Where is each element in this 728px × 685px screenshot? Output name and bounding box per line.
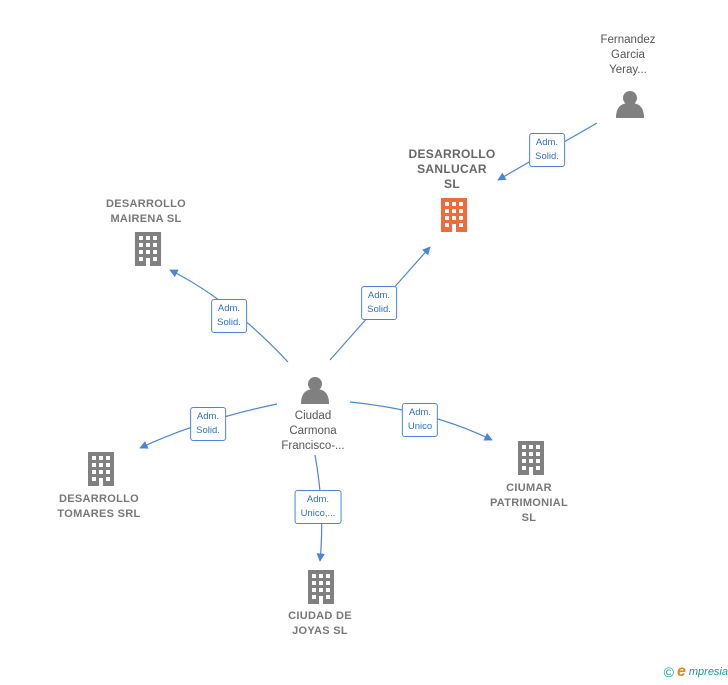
building-icon[interactable] [518,441,544,475]
node-label-mairena[interactable]: DESARROLLO MAIRENA SL [106,198,186,225]
person-icon[interactable] [301,377,329,404]
building-icon[interactable] [308,570,334,604]
edge-label-center-joyas: Adm. Unico,... [294,490,342,524]
copyright-icon: © [663,664,674,680]
edge-label-center-mairena: Adm. Solid. [211,299,247,333]
node-label-joyas[interactable]: CIUDAD DE JOYAS SL [288,610,352,637]
person-icon[interactable] [616,91,644,118]
node-label-center[interactable]: Ciudad Carmona Francisco-... [281,410,345,452]
building-icon[interactable] [441,198,467,232]
building-icon[interactable] [88,452,114,486]
node-label-sanlucar[interactable]: DESARROLLO SANLUCAR SL [408,147,496,191]
edge-label-center-ciumar: Adm. Unico [401,403,439,437]
edge-label-fernandez-sanlucar: Adm. Solid. [529,133,565,167]
brand-logo-text: mpresia [688,666,728,678]
edge-label-center-tomares: Adm. Solid. [190,407,226,441]
brand-logo-initial: e [676,663,686,680]
building-icon[interactable] [135,232,161,266]
edge-label-center-sanlucar: Adm. Solid. [361,286,397,320]
node-label-fernandez[interactable]: Fernandez Garcia Yeray... [600,34,656,76]
node-label-ciumar[interactable]: CIUMAR PATRIMONIAL SL [489,482,569,524]
node-label-tomares[interactable]: DESARROLLO TOMARES SRL [57,493,141,520]
